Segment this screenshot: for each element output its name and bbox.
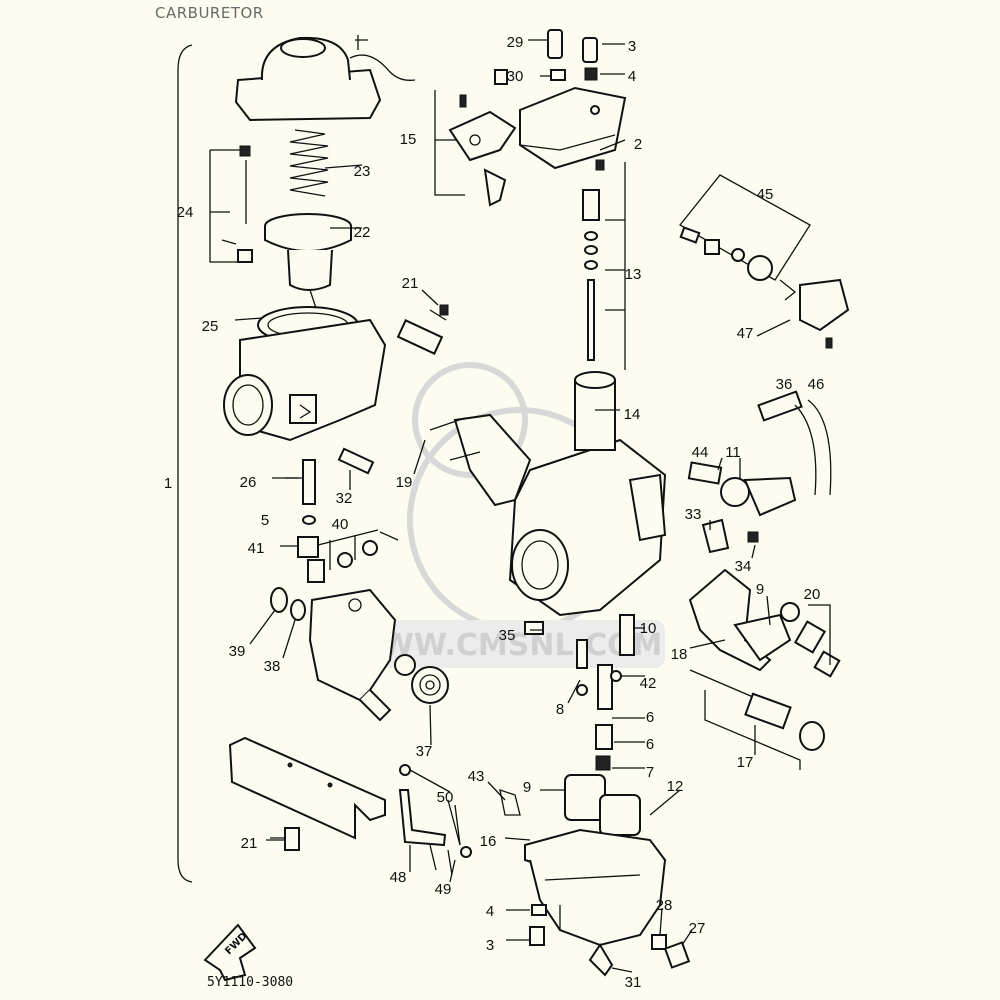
part-label-18: 18 (671, 646, 688, 663)
needle-valve-assembly (582, 162, 626, 370)
main-jet-stack (524, 614, 645, 771)
part-label-49: 49 (435, 881, 452, 898)
part-label-44: 44 (692, 444, 709, 461)
jet-group-left (270, 447, 399, 621)
part-label-4: 4 (486, 903, 494, 920)
upper-carburetor-body (223, 304, 449, 442)
part-label-48: 48 (390, 869, 407, 886)
accelerator-pump (679, 174, 850, 349)
part-label-38: 38 (264, 658, 281, 675)
pilot-screw (689, 669, 825, 770)
part-label-12: 12 (667, 778, 684, 795)
piston-cap (264, 213, 352, 291)
part-label-23: 23 (354, 163, 371, 180)
part-label-36: 36 (776, 376, 793, 393)
part-label-16: 16 (480, 833, 497, 850)
part-label-24: 24 (177, 204, 194, 221)
part-label-9: 9 (756, 581, 764, 598)
float-chamber-cover (519, 86, 627, 171)
part-label-46: 46 (808, 376, 825, 393)
assembly-bracket (177, 44, 193, 883)
part-label-31: 31 (625, 974, 642, 991)
top-cover (234, 35, 416, 122)
part-label-13: 13 (625, 266, 642, 283)
main-carburetor-body (429, 371, 667, 617)
jet-needle (209, 145, 253, 263)
part-label-37: 37 (416, 743, 433, 760)
part-label-21: 21 (402, 275, 419, 292)
part-label-32: 32 (336, 490, 353, 507)
part-label-4: 4 (628, 68, 636, 85)
part-label-43: 43 (468, 768, 485, 785)
part-label-22: 22 (354, 224, 371, 241)
part-label-40: 40 (332, 516, 349, 533)
part-label-14: 14 (624, 406, 641, 423)
part-label-3: 3 (486, 937, 494, 954)
leader-lines (234, 139, 791, 883)
part-label-41: 41 (248, 540, 265, 557)
diagram-code: 5Y1110-3080 (207, 975, 294, 990)
float-and-bowl (499, 774, 693, 977)
throttle-linkage-left (308, 588, 416, 722)
part-label-47: 47 (737, 325, 754, 342)
part-label-2: 2 (634, 136, 642, 153)
part-label-15: 15 (400, 131, 417, 148)
part-label-29: 29 (507, 34, 524, 51)
part-label-17: 17 (737, 754, 754, 771)
part-label-25: 25 (202, 318, 219, 335)
part-label-7: 7 (646, 764, 654, 781)
fuel-hose (398, 764, 472, 876)
part-label-34: 34 (735, 558, 752, 575)
part-label-35: 35 (499, 627, 516, 644)
part-label-30: 30 (507, 68, 524, 85)
vent-hose (757, 390, 832, 496)
spring (289, 129, 329, 197)
part-label-10: 10 (640, 620, 657, 637)
part-label-50: 50 (437, 789, 454, 806)
part-label-9: 9 (523, 779, 531, 796)
part-label-8: 8 (556, 701, 564, 718)
part-label-26: 26 (240, 474, 257, 491)
part-label-39: 39 (229, 643, 246, 660)
part-label-45: 45 (757, 186, 774, 203)
part-label-21: 21 (241, 835, 258, 852)
part-label-20: 20 (804, 586, 821, 603)
mounting-plate (228, 736, 386, 851)
part-label-6: 6 (646, 736, 654, 753)
part-label-28: 28 (656, 897, 673, 914)
throttle-lever-right (687, 461, 797, 554)
fwd-arrow-icon: FWD (203, 923, 257, 982)
diagram-title: CARBURETOR (155, 4, 264, 22)
part-label-27: 27 (689, 920, 706, 937)
part-label-6: 6 (646, 709, 654, 726)
choke-lever-assembly (688, 568, 841, 678)
link-bracket (434, 69, 517, 207)
top-screws (528, 29, 625, 81)
part-label-42: 42 (640, 675, 657, 692)
part-label-11: 11 (725, 444, 741, 461)
part-label-19: 19 (396, 474, 413, 491)
throttle-spring (411, 666, 449, 704)
part-label-33: 33 (685, 506, 702, 523)
part-label-5: 5 (261, 512, 269, 529)
part-label-1: 1 (164, 475, 172, 492)
part-label-3: 3 (628, 38, 636, 55)
